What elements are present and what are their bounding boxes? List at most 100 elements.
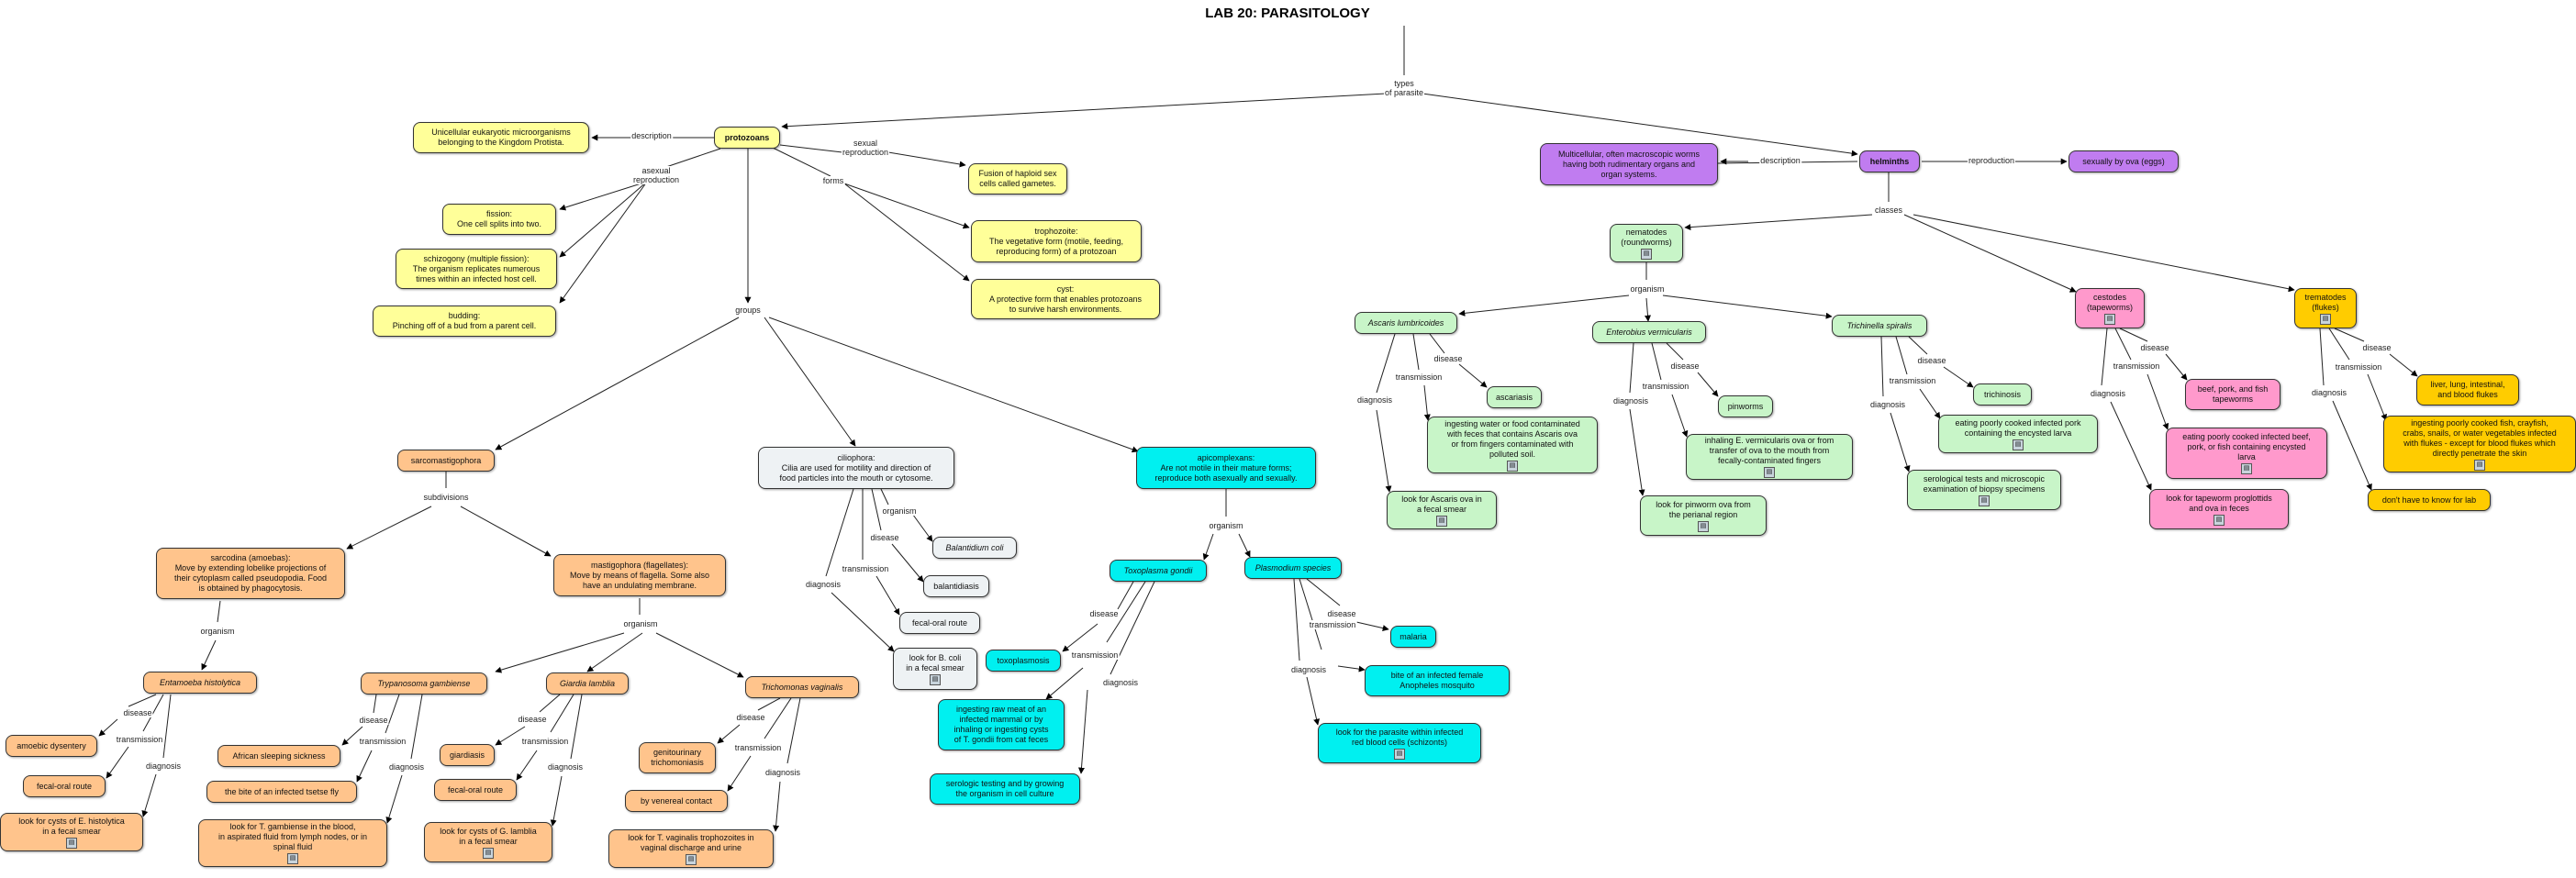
document-icon[interactable]: ▤ <box>1764 467 1775 478</box>
node-entamoeba-diagnosis[interactable]: look for cysts of E. histolytica in a fe… <box>0 813 143 851</box>
connector-line <box>1117 581 1134 610</box>
link-label-organism: organism <box>1629 284 1666 294</box>
node-cyst[interactable]: cyst: A protective form that enables pro… <box>971 279 1160 319</box>
node-ascariasis[interactable]: ascariasis <box>1487 386 1542 408</box>
node-giardiasis[interactable]: giardiasis <box>440 744 495 766</box>
node-toxoplasmosis[interactable]: toxoplasmosis <box>986 650 1061 672</box>
node-giardia-diagnosis[interactable]: look for cysts of G. lamblia in a fecal … <box>424 822 552 862</box>
node-trematode-transmission[interactable]: ingesting poorly cooked fish, crayfish, … <box>2383 416 2576 472</box>
document-icon[interactable]: ▤ <box>2013 439 2024 450</box>
document-icon[interactable]: ▤ <box>2214 514 2225 526</box>
node-ascaris[interactable]: Ascaris lumbricoides <box>1355 312 1457 334</box>
node-toxoplasma[interactable]: Toxoplasma gondii <box>1110 560 1207 582</box>
node-budding[interactable]: budding: Pinching off of a bud from a pa… <box>373 306 556 337</box>
link-label-transmission: transmission <box>358 737 407 746</box>
node-fecal-oral-route[interactable]: fecal-oral route <box>434 779 517 801</box>
node-fecal-oral-route[interactable]: fecal-oral route <box>23 775 106 797</box>
node-venereal-contact[interactable]: by venereal contact <box>625 790 728 812</box>
document-icon[interactable]: ▤ <box>2241 463 2252 474</box>
node-cestode-transmission[interactable]: eating poorly cooked infected beef, pork… <box>2166 428 2327 479</box>
document-icon[interactable]: ▤ <box>66 837 77 849</box>
document-icon[interactable]: ▤ <box>930 673 941 685</box>
node-trichinella-diagnosis[interactable]: serological tests and microscopic examin… <box>1907 470 2061 510</box>
node-protozoans[interactable]: protozoans <box>714 127 780 149</box>
document-icon[interactable]: ▤ <box>686 853 697 865</box>
node-sarcomastigophora[interactable]: sarcomastigophora <box>397 450 495 472</box>
node-fecal-oral-route[interactable]: fecal-oral route <box>899 612 980 634</box>
node-ascaris-diagnosis[interactable]: look for Ascaris ova in a fecal smear▤ <box>1387 491 1497 529</box>
connector-line <box>1912 214 2295 293</box>
node-trichinella[interactable]: Trichinella spiralis <box>1832 315 1927 337</box>
node-enterobius-diagnosis[interactable]: look for pinworm ova from the perianal r… <box>1640 495 1767 536</box>
node-helminth-description[interactable]: Multicellular, often macroscopic worms h… <box>1540 143 1718 185</box>
link-label-disease: disease <box>1088 609 1120 618</box>
node-trichinella-transmission[interactable]: eating poorly cooked infected pork conta… <box>1938 415 2098 453</box>
document-icon[interactable]: ▤ <box>1979 495 1990 506</box>
node-trichomonas-diagnosis[interactable]: look for T. vaginalis trophozoites in va… <box>608 829 774 868</box>
node-schizogony[interactable]: schizogony (multiple fission): The organ… <box>396 249 557 289</box>
node-pinworms[interactable]: pinworms <box>1718 395 1773 417</box>
node-cestodes[interactable]: cestodes (tapeworms)▤ <box>2075 288 2145 328</box>
document-icon[interactable]: ▤ <box>483 847 494 859</box>
node-enterobius-transmission[interactable]: inhaling E. vermicularis ova or from tra… <box>1686 434 1853 480</box>
document-icon[interactable]: ▤ <box>1394 748 1405 760</box>
node-label: Ascaris lumbricoides <box>1367 317 1444 328</box>
page-title: LAB 20: PARASITOLOGY <box>1205 6 1370 21</box>
node-label: sexually by ova (eggs) <box>2082 156 2165 166</box>
node-flukes[interactable]: liver, lung, intestinal, and blood fluke… <box>2416 374 2519 406</box>
node-fusion[interactable]: Fusion of haploid sex cells called gamet… <box>968 163 1067 194</box>
connector-line <box>1651 342 1662 381</box>
node-amoebic-dysentery[interactable]: amoebic dysentery <box>6 735 97 757</box>
document-icon[interactable]: ▤ <box>1698 520 1709 532</box>
node-trypanosoma-diagnosis[interactable]: look for T. gambiense in the blood, in a… <box>198 819 387 867</box>
node-tsetse-fly[interactable]: the bite of an infected tsetse fly <box>206 781 357 803</box>
node-trichomoniasis[interactable]: genitourinary trichomoniasis <box>639 742 716 773</box>
node-malaria[interactable]: malaria <box>1390 626 1436 648</box>
node-balantidiasis[interactable]: balantidiasis <box>923 575 989 597</box>
node-ascaris-transmission[interactable]: ingesting water or food contaminated wit… <box>1427 417 1598 473</box>
node-label: helminths <box>1869 156 1910 166</box>
node-trypanosoma[interactable]: Trypanosoma gambiense <box>361 672 487 695</box>
node-trematodes[interactable]: trematodes (flukes)▤ <box>2294 288 2357 328</box>
document-icon[interactable]: ▤ <box>2104 313 2115 325</box>
node-cestode-diagnosis[interactable]: look for tapeworm proglottids and ova in… <box>2149 489 2289 529</box>
connector-line <box>717 724 741 744</box>
connector-line <box>1919 388 1941 419</box>
document-icon[interactable]: ▤ <box>1436 515 1447 527</box>
node-balantidium-diagnosis[interactable]: look for B. coli in a fecal smear▤ <box>893 648 977 690</box>
node-ciliophora[interactable]: ciliophora: Cilia are used for motility … <box>758 447 954 489</box>
node-giardia[interactable]: Giardia lamblia <box>546 672 629 695</box>
node-nematodes[interactable]: nematodes (roundworms)▤ <box>1610 224 1683 262</box>
node-enterobius[interactable]: Enterobius vermicularis <box>1592 321 1706 343</box>
node-toxoplasma-diagnosis[interactable]: serologic testing and by growing the org… <box>930 773 1080 805</box>
node-trophozoite[interactable]: trophozoite: The vegetative form (motile… <box>971 220 1142 262</box>
node-toxoplasma-transmission[interactable]: ingesting raw meat of an infected mammal… <box>938 699 1065 750</box>
node-trichomonas[interactable]: Trichomonas vaginalis <box>745 676 859 698</box>
node-protozoa-description[interactable]: Unicellular eukaryotic microorganisms be… <box>413 122 589 153</box>
node-plasmodium[interactable]: Plasmodium species <box>1244 557 1342 579</box>
document-icon[interactable]: ▤ <box>1507 460 1518 472</box>
document-icon[interactable]: ▤ <box>287 853 298 864</box>
node-mastigophora[interactable]: mastigophora (flagellates): Move by mean… <box>553 554 726 596</box>
node-anopheles[interactable]: bite of an infected female Anopheles mos… <box>1365 665 1510 696</box>
node-plasmodium-diagnosis[interactable]: look for the parasite within infected re… <box>1318 723 1481 763</box>
node-trematode-diagnosis[interactable]: don't have to know for lab <box>2368 489 2491 511</box>
node-fission[interactable]: fission: One cell splits into two. <box>442 204 556 235</box>
connector-line <box>1106 581 1146 643</box>
node-sleeping-sickness[interactable]: African sleeping sickness <box>217 745 340 767</box>
document-icon[interactable]: ▤ <box>2320 313 2331 325</box>
document-icon[interactable]: ▤ <box>2474 459 2485 471</box>
node-sarcodina[interactable]: sarcodina (amoebas): Move by extending l… <box>156 548 345 599</box>
connector-line <box>217 600 221 623</box>
node-balantidium[interactable]: Balantidium coli <box>932 537 1017 559</box>
node-apicomplexans[interactable]: apicomplexans: Are not motile in their m… <box>1136 447 1316 489</box>
node-helminth-reproduction[interactable]: sexually by ova (eggs) <box>2069 150 2179 172</box>
node-entamoeba[interactable]: Entamoeba histolytica <box>143 672 257 694</box>
node-helminths[interactable]: helminths <box>1859 150 1920 172</box>
link-label-transmission: transmission <box>1308 620 1357 629</box>
document-icon[interactable]: ▤ <box>1641 248 1652 260</box>
node-label: nematodes (roundworms) <box>1621 227 1672 247</box>
connector-line <box>843 183 970 282</box>
node-tapeworms[interactable]: beef, pork, and fish tapeworms <box>2185 379 2280 410</box>
node-trichinosis[interactable]: trichinosis <box>1973 383 2032 406</box>
